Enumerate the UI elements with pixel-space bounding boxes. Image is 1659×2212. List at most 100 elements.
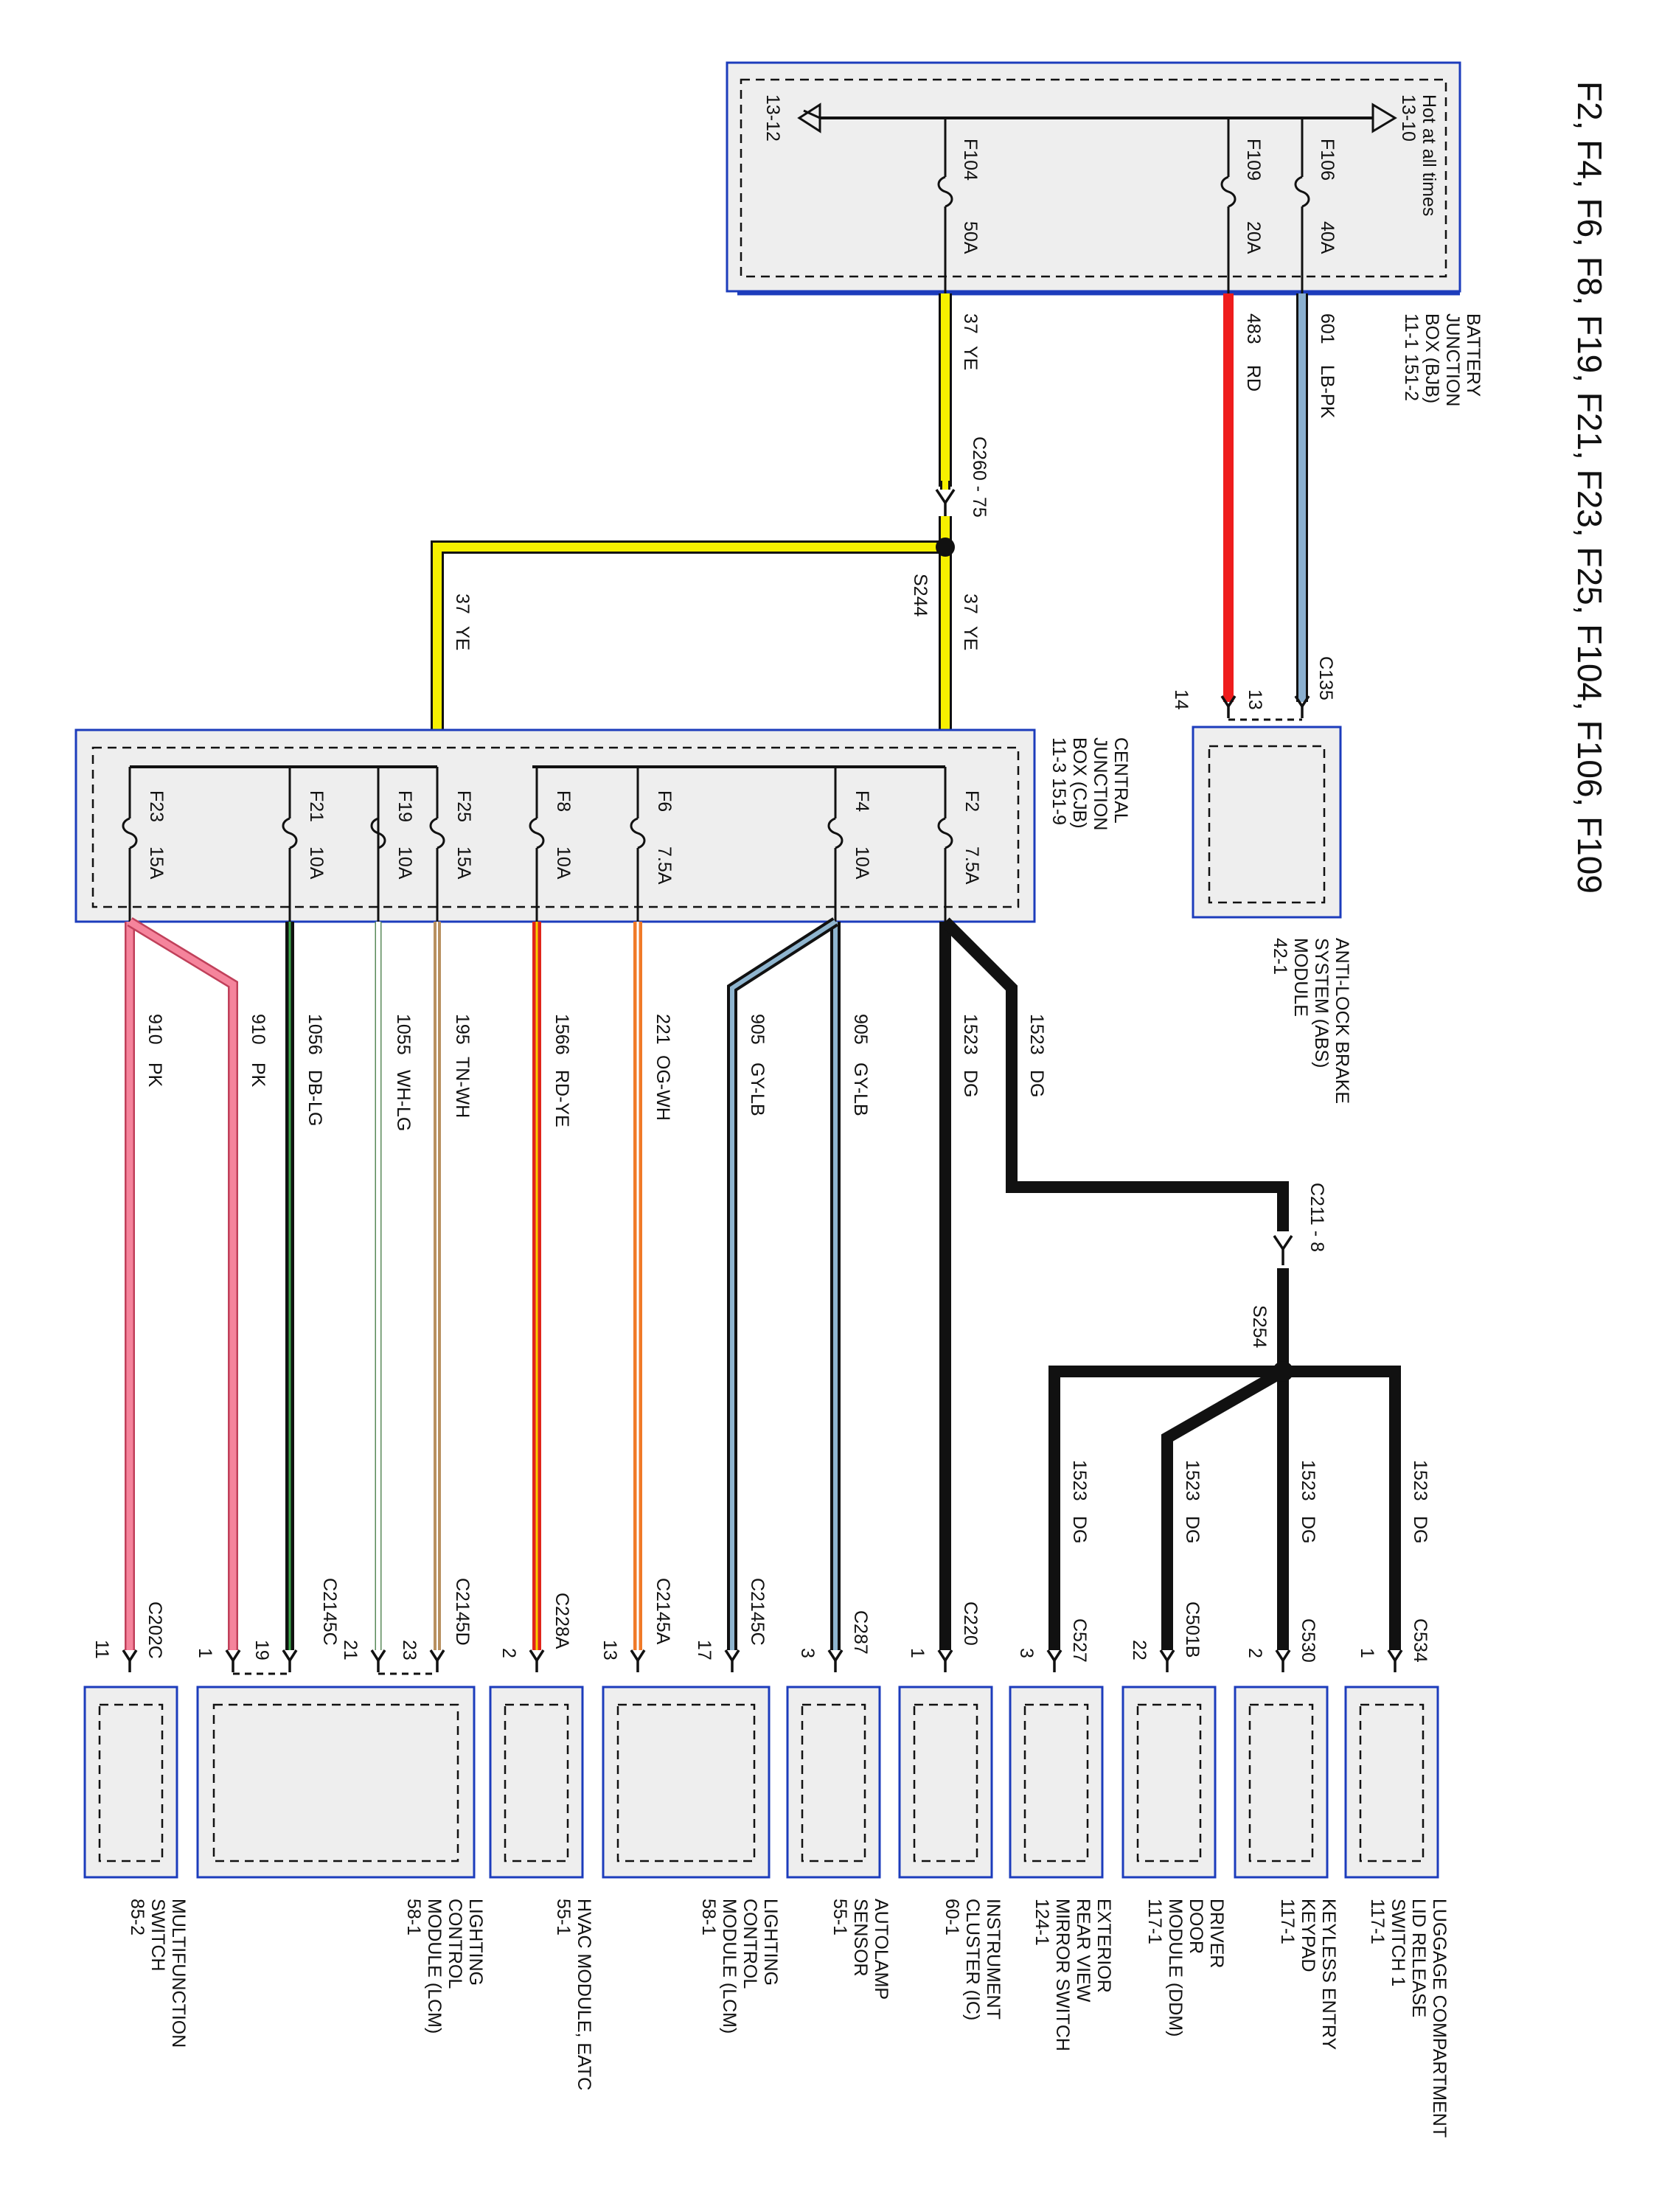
abs-connector: C135 13 14	[1171, 656, 1336, 710]
svg-text:YE: YE	[960, 626, 981, 650]
splice-s244	[936, 538, 955, 557]
svg-text:C527: C527	[1069, 1618, 1090, 1663]
s254-label: S254	[1249, 1305, 1270, 1348]
svg-text:1523: 1523	[1182, 1460, 1203, 1501]
svg-text:GY-LB: GY-LB	[850, 1062, 871, 1116]
svg-text:1: 1	[195, 1648, 215, 1658]
svg-text:GY-LB: GY-LB	[747, 1062, 768, 1116]
svg-text:MODULE (DDM): MODULE (DDM)	[1165, 1899, 1186, 2037]
svg-text:3: 3	[797, 1648, 818, 1658]
svg-text:85-2: 85-2	[127, 1899, 147, 1935]
svg-text:MIRROR SWITCH: MIRROR SWITCH	[1052, 1899, 1073, 2051]
svg-text:DB-LG: DB-LG	[305, 1070, 325, 1126]
svg-text:1523: 1523	[1410, 1460, 1430, 1501]
svg-text:BOX (BJB): BOX (BJB)	[1422, 313, 1442, 403]
fuse-f104-rating: 50A	[960, 221, 981, 254]
svg-text:LIGHTING: LIGHTING	[760, 1899, 781, 1986]
bottom-connector-marks	[118, 1649, 1408, 1684]
svg-text:DG: DG	[960, 1070, 981, 1098]
diagram-title: F2, F4, F6, F8, F19, F21, F23, F25, F104…	[1571, 81, 1609, 894]
svg-text:1523: 1523	[1298, 1460, 1318, 1501]
wire-483-rd: 483 RD	[1223, 293, 1264, 702]
svg-text:3: 3	[1016, 1648, 1037, 1658]
svg-text:124-1: 124-1	[1032, 1899, 1052, 1946]
battery-junction-box: Hot at all times 13-10 13-12 F106 40A F1…	[726, 61, 1461, 296]
svg-text:11: 11	[91, 1640, 112, 1659]
svg-text:CONTROL: CONTROL	[740, 1899, 760, 1989]
svg-text:11-1 151-2: 11-1 151-2	[1401, 313, 1422, 401]
svg-text:117-1: 117-1	[1367, 1899, 1388, 1944]
hot-label: Hot at all times	[1419, 94, 1439, 216]
fuse-f8-rating: 10A	[553, 846, 574, 880]
svg-text:905: 905	[747, 1014, 768, 1045]
wire-601-color: LB-PK	[1317, 365, 1338, 419]
fuse-f6-id: F6	[654, 790, 675, 812]
svg-text:HVAC MODULE, EATC: HVAC MODULE, EATC	[574, 1899, 594, 2090]
svg-text:EXTERIOR: EXTERIOR	[1093, 1899, 1114, 1993]
svg-text:JUNCTION: JUNCTION	[1442, 313, 1463, 406]
svg-text:C228A: C228A	[552, 1593, 572, 1649]
svg-text:117-1: 117-1	[1277, 1899, 1298, 1944]
svg-text:PK: PK	[145, 1062, 165, 1088]
svg-text:C2145A: C2145A	[653, 1578, 673, 1645]
svg-text:C2145D: C2145D	[452, 1578, 473, 1646]
c211-label: C211 - 8	[1307, 1183, 1327, 1252]
svg-text:195: 195	[452, 1014, 473, 1045]
svg-text:BATTERY: BATTERY	[1463, 313, 1484, 397]
svg-text:55-1: 55-1	[830, 1899, 850, 1935]
svg-text:11-3 151-9: 11-3 151-9	[1048, 737, 1069, 825]
fuse-f21-rating: 10A	[306, 846, 327, 880]
svg-text:42-1: 42-1	[1270, 938, 1290, 975]
svg-text:58-1: 58-1	[698, 1899, 719, 1935]
fuse-f109-id: F109	[1243, 139, 1264, 181]
svg-text:DG: DG	[1026, 1070, 1047, 1098]
svg-text:KEYPAD: KEYPAD	[1298, 1899, 1318, 1972]
svg-text:C220: C220	[960, 1601, 981, 1646]
wire-483-color: RD	[1243, 365, 1264, 392]
svg-text:58-1: 58-1	[403, 1899, 424, 1935]
ref-triangle-icon	[797, 102, 821, 133]
svg-text:37: 37	[452, 594, 473, 614]
svg-text:910: 910	[248, 1014, 268, 1045]
svg-text:60-1: 60-1	[942, 1899, 962, 1935]
svg-text:21: 21	[340, 1640, 361, 1660]
wire-601-circuit: 601	[1317, 313, 1338, 344]
svg-text:1056: 1056	[305, 1014, 325, 1055]
svg-text:F2, F4, F6, F8, F19, F21, F23,: F2, F4, F6, F8, F19, F21, F23, F25, F104…	[1571, 81, 1609, 894]
svg-text:CLUSTER (IC): CLUSTER (IC)	[962, 1899, 983, 2020]
svg-text:SENSOR: SENSOR	[850, 1899, 871, 1977]
svg-text:1566: 1566	[552, 1014, 572, 1055]
svg-text:TN-WH: TN-WH	[452, 1057, 473, 1118]
svg-text:SYSTEM (ABS): SYSTEM (ABS)	[1311, 938, 1332, 1068]
svg-text:YE: YE	[960, 346, 981, 370]
svg-text:DG: DG	[1298, 1516, 1318, 1544]
c135-label: C135	[1315, 656, 1336, 700]
fuse-f25-rating: 15A	[453, 846, 474, 880]
svg-text:PK: PK	[248, 1062, 268, 1088]
hot-triangle-icon	[1371, 102, 1397, 133]
svg-text:1523: 1523	[960, 1014, 981, 1055]
svg-text:C530: C530	[1298, 1618, 1318, 1663]
svg-text:55-1: 55-1	[553, 1899, 574, 1935]
fuse-f19-id: F19	[394, 790, 415, 822]
svg-text:DOOR: DOOR	[1186, 1899, 1206, 1954]
svg-text:AUTOLAMP: AUTOLAMP	[871, 1899, 891, 2000]
svg-text:WH-LG: WH-LG	[393, 1070, 414, 1131]
svg-text:1523: 1523	[1026, 1014, 1047, 1055]
fuse-f23-id: F23	[146, 790, 167, 822]
wire-483-circuit: 483	[1243, 313, 1264, 344]
svg-text:37: 37	[960, 594, 981, 614]
fuse-f106-id: F106	[1317, 139, 1338, 181]
fuse-f109-rating: 20A	[1243, 221, 1264, 254]
svg-text:23: 23	[399, 1640, 420, 1660]
svg-text:OG-WH: OG-WH	[653, 1055, 673, 1121]
